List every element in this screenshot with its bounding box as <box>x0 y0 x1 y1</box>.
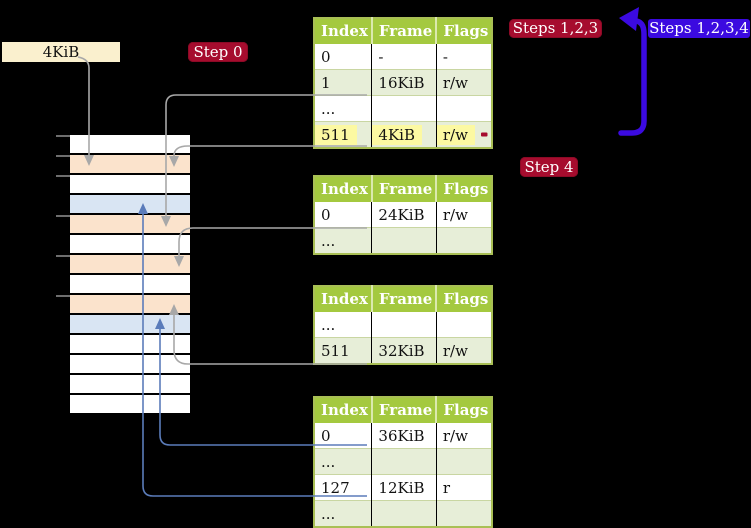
badge-step-0: Step 0 <box>188 42 248 62</box>
cell-frame: - <box>371 44 437 70</box>
memory-row-12 <box>70 355 190 375</box>
memory-row-1 <box>70 135 190 155</box>
table-row: 0 - - <box>314 44 493 70</box>
cell-flags: r/w <box>436 423 493 449</box>
memory-row-3 <box>70 175 190 195</box>
loop-arrowhead-icon <box>619 7 639 31</box>
column-header-frame: Frame <box>371 18 438 44</box>
table-row: ... <box>314 227 493 254</box>
cell-index: 1 <box>314 69 373 96</box>
memory-row-8 <box>70 275 190 295</box>
highlight: 511 <box>315 124 357 145</box>
cell-index: ... <box>314 227 373 254</box>
cell-flags <box>436 227 493 254</box>
memory-column <box>70 135 190 415</box>
column-header-frame: Frame <box>371 397 438 423</box>
memory-row-5 <box>70 215 190 235</box>
cell-frame <box>371 312 437 338</box>
table-row: ... <box>314 448 493 475</box>
cell-frame: 16KiB <box>371 69 437 96</box>
cell-frame: 36KiB <box>371 423 437 449</box>
cell-index: 0 <box>314 423 373 449</box>
badge-step-4: Step 4 <box>520 157 578 177</box>
memory-row-11 <box>70 335 190 355</box>
cell-flags <box>436 312 493 338</box>
column-header-frame: Frame <box>371 286 438 312</box>
cell-index: 0 <box>314 44 373 70</box>
column-header-index: Index <box>314 397 373 423</box>
memory-tick-3 <box>56 175 70 177</box>
cell-flags: - <box>436 44 493 70</box>
memory-tick-1 <box>56 135 70 137</box>
memory-tick-5 <box>56 255 70 257</box>
cell-flags <box>436 448 493 475</box>
page-table-4: Index Frame Flags 0 36KiB r/w ... 127 12… <box>313 396 494 528</box>
memory-tick-4 <box>56 215 70 217</box>
memory-row-6 <box>70 235 190 255</box>
cell-frame <box>371 448 437 475</box>
column-header-flags: Flags <box>436 176 493 202</box>
table-header-row: Index Frame Flags <box>314 397 493 423</box>
badge-steps-1-2-3-4: Steps 1,2,3,4 <box>648 19 750 38</box>
cell-flags: r/w <box>436 69 493 96</box>
cell-frame: 4KiB <box>371 121 437 148</box>
cell-frame: 32KiB <box>371 337 437 364</box>
memory-row-9 <box>70 295 190 315</box>
memory-row-10 <box>70 315 190 335</box>
table-header-row: Index Frame Flags <box>314 286 493 312</box>
loop-arrow <box>618 18 647 136</box>
cell-flags <box>436 500 493 527</box>
memory-tick-6 <box>56 295 70 297</box>
cell-index: 0 <box>314 202 373 228</box>
cell-frame <box>371 95 437 122</box>
page-table-2: Index Frame Flags 0 24KiB r/w ... <box>313 175 494 255</box>
column-header-flags: Flags <box>436 286 493 312</box>
column-header-index: Index <box>314 176 373 202</box>
table-header-row: Index Frame Flags <box>314 176 493 202</box>
cell-frame: 12KiB <box>371 474 437 501</box>
memory-row-14 <box>70 395 190 415</box>
table-row: 1 16KiB r/w <box>314 69 493 96</box>
cell-index: 127 <box>314 474 373 501</box>
table-row: 0 36KiB r/w <box>314 423 493 449</box>
highlight: r/w <box>436 124 475 145</box>
cell-index: ... <box>314 95 373 122</box>
cell-frame <box>371 500 437 527</box>
badge-steps-1-2-3: Steps 1,2,3 <box>509 19 602 38</box>
cell-frame <box>371 227 437 254</box>
table-header-row: Index Frame Flags <box>314 18 493 44</box>
cell-index: ... <box>314 500 373 527</box>
table-row-highlighted: 511 4KiB r/w <box>314 121 493 148</box>
frame-4kib-label: 4KiB <box>2 42 120 62</box>
column-header-frame: Frame <box>371 176 438 202</box>
cell-flags: r/w <box>436 337 493 364</box>
cell-flags: r/w <box>436 121 493 148</box>
column-header-index: Index <box>314 18 373 44</box>
table-row: 511 32KiB r/w <box>314 337 493 364</box>
cell-flags: r <box>436 474 493 501</box>
cell-index: ... <box>314 448 373 475</box>
cell-index: 511 <box>314 121 373 148</box>
memory-row-7 <box>70 255 190 275</box>
cell-flags <box>436 95 493 122</box>
memory-row-13 <box>70 375 190 395</box>
memory-row-4 <box>70 195 190 215</box>
cell-index: 511 <box>314 337 373 364</box>
table-row: ... <box>314 500 493 527</box>
table-row: 127 12KiB r <box>314 474 493 501</box>
column-header-index: Index <box>314 286 373 312</box>
memory-row-2 <box>70 155 190 175</box>
page-table-1: Index Frame Flags 0 - - 1 16KiB r/w ... … <box>313 17 494 149</box>
highlight: 4KiB <box>372 124 422 145</box>
cell-index: ... <box>314 312 373 338</box>
column-header-flags: Flags <box>436 397 493 423</box>
page-table-3: Index Frame Flags ... 511 32KiB r/w <box>313 285 494 365</box>
cell-flags: r/w <box>436 202 493 228</box>
cell-frame: 24KiB <box>371 202 437 228</box>
table-row: ... <box>314 312 493 338</box>
memory-tick-2 <box>56 155 70 157</box>
table-row: ... <box>314 95 493 122</box>
column-header-flags: Flags <box>436 18 493 44</box>
table-row: 0 24KiB r/w <box>314 202 493 228</box>
